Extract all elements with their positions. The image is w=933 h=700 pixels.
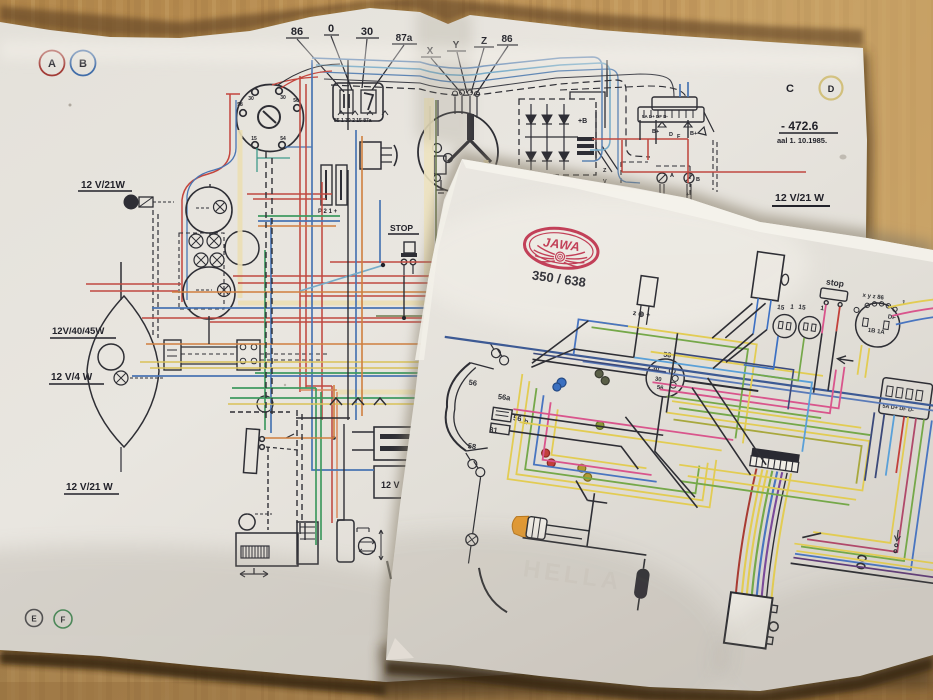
svg-text:- 472.6: - 472.6: [781, 119, 819, 133]
svg-text:B: B: [696, 177, 700, 183]
svg-text:56a: 56a: [497, 392, 511, 403]
svg-text:350 / 638: 350 / 638: [531, 268, 587, 290]
svg-text:x y z 86: x y z 86: [862, 293, 885, 302]
svg-text:12V/40/45W: 12V/40/45W: [52, 326, 104, 337]
svg-text:A: A: [48, 58, 56, 70]
svg-text:56: 56: [468, 378, 478, 388]
svg-text:12 V/4 W: 12 V/4 W: [51, 372, 93, 383]
svg-text:15: 15: [777, 304, 786, 312]
svg-text:JAWA: JAWA: [542, 235, 581, 254]
svg-text:15: 15: [798, 304, 807, 312]
svg-text:30: 30: [361, 26, 373, 38]
svg-text:C: C: [786, 83, 794, 95]
svg-text:56: 56: [293, 98, 299, 104]
svg-text:5A D+ DF D-: 5A D+ DF D-: [882, 403, 914, 413]
svg-text:5A D+ DF D-: 5A D+ DF D-: [642, 114, 668, 119]
svg-text:aal 1. 10.1985.: aal 1. 10.1985.: [777, 136, 827, 145]
svg-text:1: 1: [820, 305, 825, 312]
svg-text:STOP: STOP: [390, 223, 413, 233]
svg-text:D: D: [828, 84, 835, 94]
svg-text:DF: DF: [887, 314, 896, 321]
svg-text:54: 54: [280, 136, 286, 142]
svg-text:12 V/21 W: 12 V/21 W: [775, 192, 824, 204]
svg-text:86: 86: [291, 26, 303, 38]
svg-text:56: 56: [656, 385, 664, 392]
svg-text:31: 31: [489, 425, 499, 435]
svg-text:87a: 87a: [396, 33, 413, 44]
svg-text:58: 58: [237, 102, 243, 108]
svg-text:D: D: [669, 132, 673, 138]
svg-text:Z: Z: [481, 36, 487, 47]
svg-text:1B 1A: 1B 1A: [867, 328, 885, 336]
svg-text:30: 30: [654, 377, 662, 384]
svg-text:12 V: 12 V: [381, 480, 400, 490]
svg-text:0: 0: [328, 23, 334, 35]
svg-text:stop: stop: [826, 276, 845, 288]
svg-text:58: 58: [467, 441, 477, 451]
svg-text:12 V/21 W: 12 V/21 W: [66, 482, 113, 493]
svg-text:12 V/21W: 12 V/21W: [81, 180, 125, 191]
svg-text:+B: +B: [578, 118, 587, 125]
svg-text:b: b: [523, 417, 529, 427]
svg-text:Z: Z: [603, 168, 607, 174]
svg-text:30: 30: [652, 366, 660, 373]
svg-text:B: B: [79, 58, 87, 70]
svg-text:30: 30: [280, 95, 286, 101]
svg-text:z ◍ +: z ◍ +: [632, 310, 650, 319]
svg-text:56: 56: [513, 413, 523, 423]
svg-text:P 2 1 +: P 2 1 +: [318, 209, 338, 215]
svg-text:85 1 30 2 15 87a: 85 1 30 2 15 87a: [334, 118, 372, 124]
svg-text:F: F: [677, 134, 681, 140]
svg-text:B+: B+: [690, 131, 697, 137]
svg-text:15: 15: [251, 136, 257, 142]
svg-text:1: 1: [790, 304, 795, 311]
svg-text:A: A: [670, 173, 674, 179]
svg-text:86: 86: [501, 34, 513, 45]
svg-text:58: 58: [663, 352, 672, 360]
svg-text:30: 30: [248, 96, 254, 102]
